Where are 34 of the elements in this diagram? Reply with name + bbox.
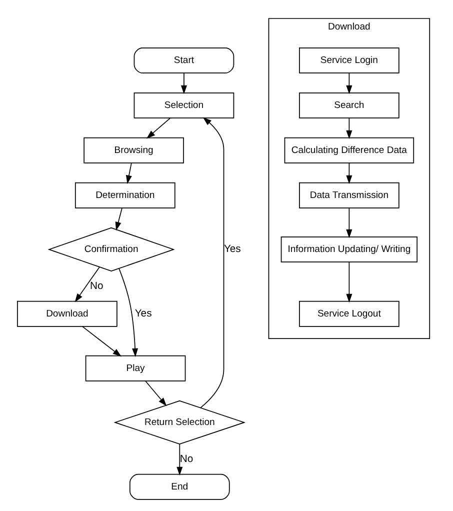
- arrow: [346, 208, 352, 238]
- arrow: [346, 72, 352, 94]
- node-box: End: [128, 474, 230, 500]
- edge-label: No: [89, 280, 103, 292]
- edge-label: Yes: [134, 308, 152, 320]
- node-box: Data Transmission: [298, 182, 399, 208]
- arrow: [176, 444, 182, 476]
- arrow: [125, 162, 132, 184]
- arrow: [144, 380, 166, 406]
- node-box: Selection: [133, 92, 234, 118]
- node-diamond: Return Selection: [113, 400, 246, 445]
- edge-label: No: [179, 454, 193, 465]
- arrow: [146, 118, 170, 139]
- arrow: [346, 118, 352, 140]
- node-box: Service Login: [298, 47, 399, 74]
- node-box: Calculating Difference Data: [284, 137, 414, 164]
- edge-label: Yes: [223, 244, 240, 256]
- node-box: Play: [84, 355, 186, 382]
- arrow: [346, 162, 352, 184]
- arrow: [200, 117, 224, 408]
- node-box: Search: [298, 92, 399, 118]
- node-box: Start: [133, 47, 234, 74]
- arrow: [118, 268, 138, 357]
- arrow: [180, 72, 186, 94]
- node-box: Information Updating/ Writing: [280, 236, 418, 262]
- node-diamond: Confirmation: [47, 227, 174, 272]
- arrow: [74, 266, 100, 302]
- node-box: Service Logout: [298, 300, 399, 327]
- arrow: [81, 326, 121, 357]
- arrow: [346, 262, 352, 303]
- node-box: Download: [16, 300, 117, 327]
- node-box: Browsing: [83, 137, 184, 164]
- arrow: [114, 208, 122, 231]
- node-box: Determination: [74, 182, 175, 208]
